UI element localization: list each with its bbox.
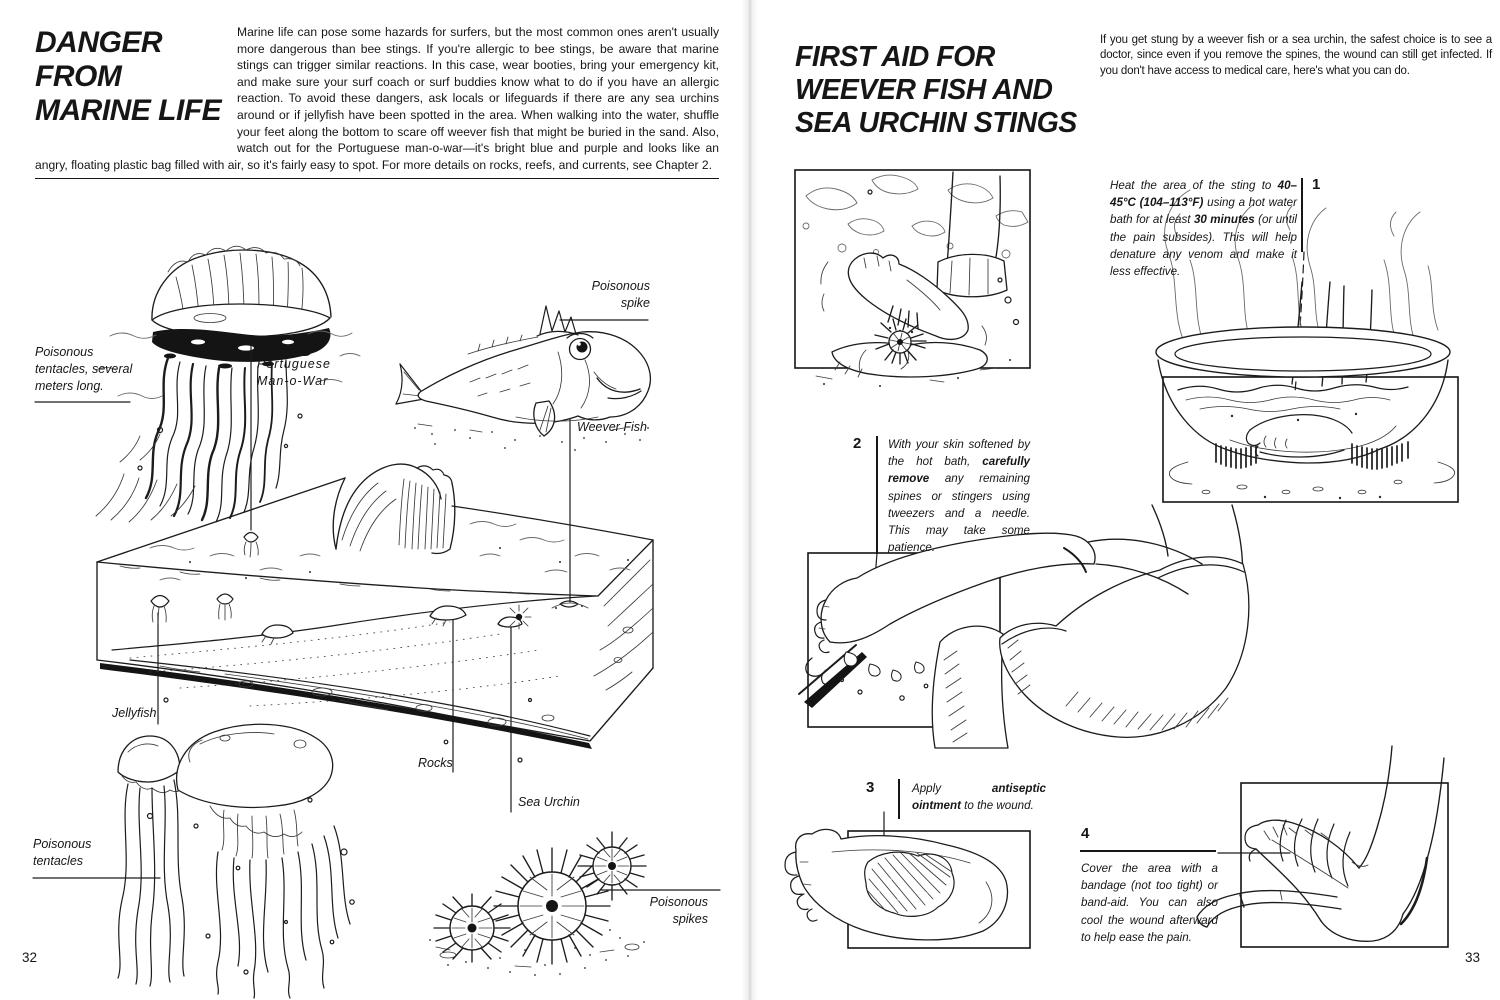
label-weever-fish: Weever Fish bbox=[577, 420, 647, 434]
right-page-number: 33 bbox=[1465, 950, 1481, 965]
tweezers-icon bbox=[804, 652, 867, 708]
man-o-war-illustration bbox=[95, 245, 361, 558]
step-4-number: 4 bbox=[1081, 825, 1090, 842]
ointment-illustration bbox=[784, 811, 1031, 949]
left-page-header: DANGER FROM MARINE LIFE Marine life can … bbox=[35, 22, 719, 173]
jellyfish-illustration bbox=[117, 723, 355, 999]
step-1-number: 1 bbox=[1312, 176, 1321, 193]
step-2-divider bbox=[876, 436, 878, 554]
right-page-intro: If you get stung by a weever fish or a s… bbox=[1100, 33, 1492, 78]
step-3-number: 3 bbox=[866, 779, 875, 796]
left-page-number: 32 bbox=[22, 950, 38, 965]
step-1-text: Heat the area of the sting to 40–45°C (1… bbox=[1110, 179, 1297, 279]
urchin-sting-illustration bbox=[794, 169, 1031, 387]
page-gutter bbox=[741, 0, 759, 1000]
ocean-cutaway-illustration bbox=[95, 433, 654, 763]
label-poisonous-spike: Poisonous spike bbox=[591, 279, 650, 310]
sea-urchin-illustration bbox=[429, 831, 647, 976]
step-2-number: 2 bbox=[853, 435, 862, 452]
label-jellyfish: Jellyfish bbox=[112, 706, 157, 720]
step-4-text: Cover the area with a bandage (not too t… bbox=[1081, 862, 1218, 944]
label-poisonous-tentacles: Poisonous tentacles bbox=[33, 837, 92, 868]
left-page-title: DANGER FROM MARINE LIFE bbox=[35, 26, 222, 127]
label-sea-urchin: Sea Urchin bbox=[518, 795, 580, 809]
left-page-intro: Marine life can pose some hazards for su… bbox=[35, 25, 719, 172]
step2-leader-line bbox=[871, 552, 878, 619]
step-1-divider bbox=[1301, 178, 1303, 252]
label-poisonous-spikes: Poisonous spikes bbox=[649, 895, 708, 926]
label-poisonous-tentacles-long: Poisonous tentacles, several meters long… bbox=[35, 345, 133, 393]
label-man-o-war: Portuguese Man-o-War bbox=[257, 357, 331, 388]
step-3-text: Apply antiseptic ointment to the wound. bbox=[912, 782, 1046, 813]
step-4-divider bbox=[1080, 850, 1216, 852]
left-divider-rule bbox=[35, 178, 719, 179]
label-rocks: Rocks bbox=[418, 756, 453, 770]
step-2-text: With your skin softened by the hot bath,… bbox=[888, 438, 1030, 555]
step-3-divider bbox=[898, 779, 900, 819]
bandage-illustration bbox=[1196, 745, 1449, 948]
right-page-title: FIRST AID FOR WEEVER FISH AND SEA URCHIN… bbox=[795, 41, 1077, 140]
